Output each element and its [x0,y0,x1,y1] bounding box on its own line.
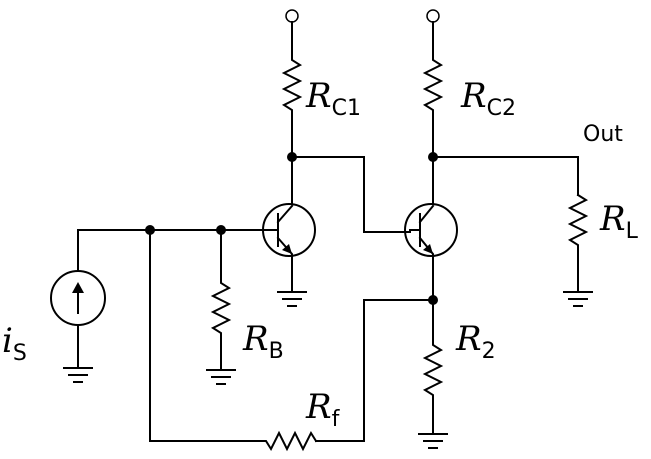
label-rc1: RC1 [305,76,361,121]
resistor-rc1 [281,21,411,233]
label-rl: RL [599,199,639,244]
resistor-rb [210,229,232,371]
resistor-rc2 [422,21,579,196]
ground-is [63,367,93,383]
label-rc2: RC2 [460,76,516,121]
feedback-wire [315,299,434,442]
transistor-q1 [221,156,316,293]
label-rb: RB [242,319,284,364]
resistor-rl [567,193,589,293]
resistor-rf [149,229,318,452]
label-rf: Rf [305,387,341,432]
vcc-terminal-1 [285,9,299,23]
vcc-terminal-2 [426,9,440,23]
ground-rl [563,291,593,307]
junction-rf [145,225,155,235]
label-is: iS [2,321,27,366]
label-r2: R2 [455,319,496,364]
ground-q1 [277,291,307,307]
label-out: Out [583,122,623,147]
current-source-is [50,270,106,369]
input-wire [77,229,223,271]
resistor-r2 [422,299,444,435]
ground-rb [206,369,236,385]
transistor-q2 [404,156,458,301]
ground-r2 [418,433,448,449]
